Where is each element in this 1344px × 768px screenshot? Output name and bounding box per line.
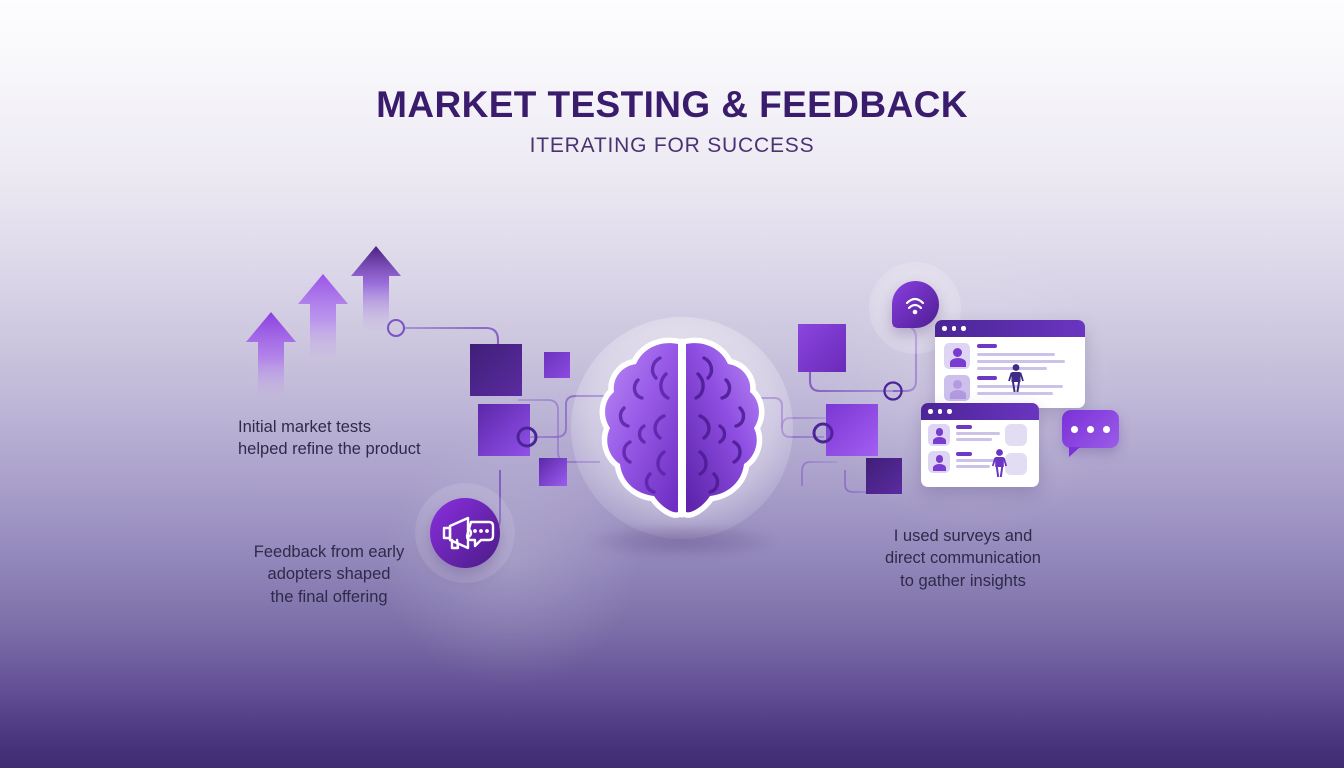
window-body — [921, 420, 1039, 487]
window-dot-1 — [942, 326, 947, 331]
window-dot-1 — [928, 409, 933, 414]
growth-arrows-icon — [228, 246, 408, 411]
window-dot-2 — [937, 409, 942, 414]
circuit-square-r3 — [866, 458, 902, 494]
window-body — [935, 337, 1085, 408]
megaphone-icon[interactable] — [430, 498, 500, 568]
circuit-square-r2 — [826, 404, 878, 456]
user-avatar-icon — [928, 424, 950, 446]
window-title-bar — [935, 320, 1085, 337]
content-block — [1005, 424, 1027, 446]
window-dot-3 — [947, 409, 952, 414]
caption-initial-market-tests: Initial market tests helped refine the p… — [238, 418, 421, 459]
window-dot-2 — [951, 326, 956, 331]
survey-browser-window-icon[interactable] — [935, 320, 1085, 408]
speech-bubble-dots-icon[interactable] — [1062, 410, 1119, 457]
brain-icon — [598, 334, 766, 520]
page-title: MARKET TESTING & FEEDBACK — [376, 84, 968, 125]
user-avatar-icon — [944, 343, 970, 369]
window-dot-3 — [961, 326, 966, 331]
circuit-square-l2 — [544, 352, 570, 378]
caption-feedback-early-adopters: Feedback from early adopters shaped the … — [253, 543, 405, 606]
circuit-square-r1 — [798, 324, 846, 372]
brain-shadow — [589, 524, 775, 558]
caption-surveys-insights: I used surveys and direct communication … — [885, 527, 1041, 590]
window-title-bar — [921, 403, 1039, 420]
survey-browser-window-icon[interactable] — [921, 403, 1039, 487]
user-avatar-icon — [928, 451, 950, 473]
person-figure-icon — [991, 448, 1008, 483]
circuit-square-l1 — [470, 344, 522, 396]
feedback-bubble-icon[interactable] — [892, 281, 939, 328]
person-figure-icon — [1007, 363, 1025, 398]
user-avatar-icon — [944, 375, 970, 401]
page-subtitle: ITERATING FOR SUCCESS — [529, 134, 815, 157]
circuit-square-l4 — [539, 458, 567, 486]
content-block — [1005, 453, 1027, 475]
